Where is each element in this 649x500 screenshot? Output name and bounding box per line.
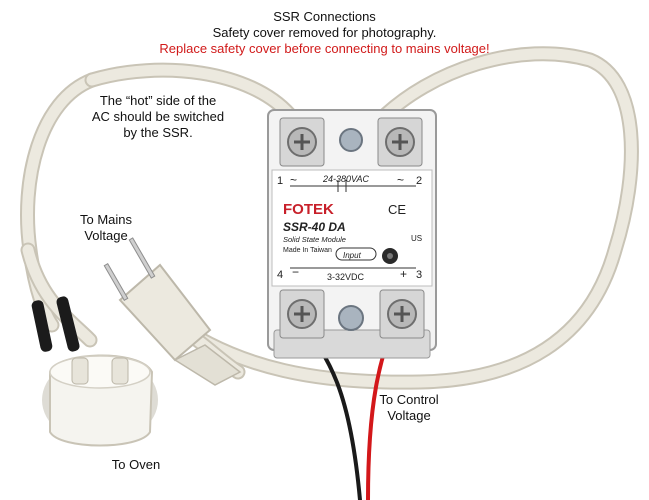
minus-sign: − [292,265,299,279]
control-line-1: To Control [379,392,439,407]
terminal-2-tilde: ~ [397,173,404,187]
heat-shrink [31,296,80,352]
mounting-screw-bottom [338,305,364,331]
control-caption: To Control Voltage [366,392,452,424]
dc-range-label: 3-32VDC [327,272,365,282]
hot-side-caption: The “hot” side of the AC should be switc… [70,93,246,141]
terminal-2-label: 2 [416,175,422,187]
mains-plug [103,237,242,386]
control-line-2: Voltage [387,408,431,423]
title-text: SSR Connections [273,9,376,24]
input-label: Input [343,251,362,260]
origin-label: Made In Taiwan [283,247,332,254]
hot-side-line-2: AC should be switched [91,109,225,124]
terminal-top-left [279,117,325,167]
terminal-top-right [377,117,423,167]
terminal-3-label: 3 [416,269,422,281]
terminal-bottom-left [279,289,325,339]
mains-line-2: Voltage [84,228,128,243]
terminal-bottom-right [379,289,425,339]
terminal-1-label: 1 [277,175,283,187]
brand-logo: FOTEK [283,201,334,218]
ul-mark: US [411,234,422,243]
warning-text: Replace safety cover before connecting t… [159,41,490,56]
mounting-screw-top [339,128,363,152]
mains-caption: To Mains Voltage [64,212,148,244]
ac-range-label: 24-380VAC [322,174,370,184]
ssr-module [267,109,437,359]
plus-sign: + [400,267,407,281]
mains-line-1: To Mains [79,212,133,227]
module-label: Solid State Module [283,235,346,244]
model-label: SSR-40 DA [283,220,346,234]
oven-caption: To Oven [111,457,161,472]
hot-side-line-1: The “hot” side of the [99,93,217,108]
oven-plug [42,354,158,447]
ce-mark: CE [388,202,406,217]
terminal-4-label: 4 [277,269,283,281]
note-text: Safety cover removed for photography. [212,25,437,40]
hot-side-line-3: by the SSR. [123,125,193,140]
terminal-1-tilde: ~ [290,173,297,187]
